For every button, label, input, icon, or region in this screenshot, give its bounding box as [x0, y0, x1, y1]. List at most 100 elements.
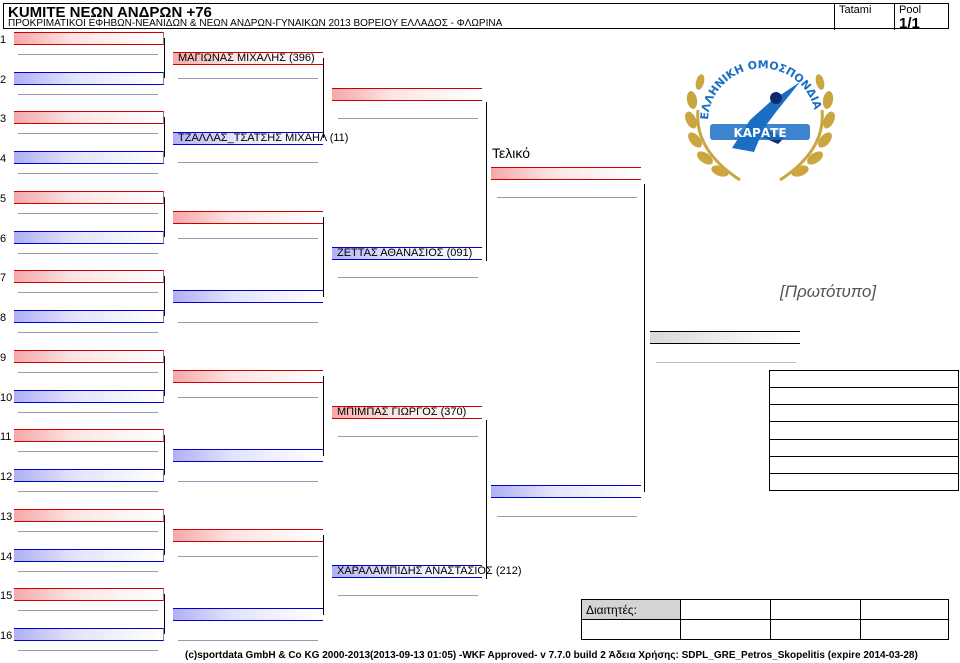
round1-slot-blue[interactable] [14, 469, 164, 482]
round2-slot-blue[interactable] [173, 608, 323, 621]
logo-banner-text: ΚΑΡΑΤΕ [733, 126, 786, 140]
round2-slot-red[interactable] [173, 370, 323, 383]
round4-underline [497, 197, 637, 198]
event-subtitle: ΠΡΟΚΡΙΜΑΤΙΚΟΙ ΕΦΗΒΩΝ-ΝΕΑΝΙΔΩΝ & ΝΕΩΝ ΑΝΔ… [8, 18, 503, 29]
round2-slot-red[interactable] [173, 211, 323, 224]
round2-underline [178, 640, 318, 641]
round1-slot-red[interactable] [14, 32, 164, 45]
round2-slot-blue[interactable] [173, 449, 323, 462]
round2-underline [178, 322, 318, 323]
round2-underline [178, 238, 318, 239]
round3-slot-red[interactable]: ΜΠΙΜΠΑΣ ΓΙΩΡΓΟΣ (370) [332, 406, 482, 419]
round1-slot-red[interactable] [14, 111, 164, 124]
referees-label: Διαιτητές: [586, 603, 637, 617]
round1-underline [18, 213, 158, 214]
bracket-connector [486, 102, 487, 261]
bracket-connector [486, 420, 487, 579]
page-title: KUMITE ΝΕΩΝ ΑΝΔΡΩΝ +76 [8, 4, 212, 21]
round2-slot-blue[interactable]: ΤΖΑΛΛΑΣ_ΤΣΑΤΣΗΣ ΜΙΧΑΗΛ (11) [173, 132, 348, 145]
table-row-line [770, 439, 958, 440]
winner-slot[interactable] [650, 331, 800, 344]
bracket-connector [164, 435, 165, 475]
competitor-name: ΖΕΤΤΑΣ ΑΘΑΝΑΣΙΟΣ (091) [337, 247, 473, 259]
round3-slot-blue[interactable]: ΖΕΤΤΑΣ ΑΘΑΝΑΣΙΟΣ (091) [332, 247, 482, 260]
round1-underline [18, 332, 158, 333]
row-number: 6 [0, 233, 7, 245]
bracket-connector [164, 38, 165, 78]
round1-slot-red[interactable] [14, 588, 164, 601]
table-col-line [770, 600, 771, 639]
row-number: 1 [0, 34, 7, 46]
row-number: 14 [0, 551, 13, 563]
competitor-name: ΜΑΓΙΩΝΑΣ ΜΙΧΑΛΗΣ (396) [178, 52, 315, 64]
bracket-connector [164, 276, 165, 316]
table-row-line [770, 473, 958, 474]
tatami-label: Tatami [839, 4, 872, 16]
round4-slot-blue[interactable] [491, 485, 641, 498]
round3-slot-blue[interactable]: ΧΑΡΑΛΑΜΠΙΔΗΣ ΑΝΑΣΤΑΣΙΟΣ (212) [332, 565, 522, 578]
round1-slot-red[interactable] [14, 191, 164, 204]
round1-slot-red[interactable] [14, 350, 164, 363]
row-number: 13 [0, 511, 13, 523]
footer-copyright: (c)sportdata GmbH & Co KG 2000-2013(2013… [185, 650, 918, 661]
round4-slot-red[interactable] [491, 167, 641, 180]
round1-slot-red[interactable] [14, 429, 164, 442]
round1-slot-blue[interactable] [14, 310, 164, 323]
round1-slot-blue[interactable] [14, 628, 164, 641]
round1-slot-blue[interactable] [14, 231, 164, 244]
bracket-connector [323, 217, 324, 297]
round1-underline [18, 650, 158, 651]
round2-slot-blue[interactable] [173, 290, 323, 303]
round2-underline [178, 397, 318, 398]
round3-underline [338, 436, 478, 437]
table-row-line [770, 404, 958, 405]
round2-underline [178, 162, 318, 163]
results-table [769, 370, 959, 491]
table-row-line [770, 387, 958, 388]
referees-table [581, 599, 949, 640]
logo-banner [710, 124, 810, 140]
round2-underline [178, 481, 318, 482]
row-number: 16 [0, 630, 13, 642]
table-row-line [770, 421, 958, 422]
bracket-connector [323, 376, 324, 456]
round4-underline [497, 516, 637, 517]
round2-slot-red[interactable] [173, 529, 323, 542]
laurel-wreath [685, 74, 835, 182]
round1-underline [18, 253, 158, 254]
round2-underline [178, 78, 318, 79]
bracket-connector [164, 594, 165, 634]
round3-underline [338, 118, 478, 119]
table-col-line [680, 600, 681, 639]
row-number: 7 [0, 272, 7, 284]
round3-slot-red[interactable] [332, 88, 482, 101]
round1-slot-blue[interactable] [14, 390, 164, 403]
round1-underline [18, 94, 158, 95]
competitor-name: ΧΑΡΑΛΑΜΠΙΔΗΣ ΑΝΑΣΤΑΣΙΟΣ (212) [337, 565, 522, 577]
round1-slot-blue[interactable] [14, 72, 164, 85]
round1-underline [18, 133, 158, 134]
row-number: 12 [0, 471, 13, 483]
round2-slot-red[interactable]: ΜΑΓΙΩΝΑΣ ΜΙΧΑΛΗΣ (396) [173, 52, 323, 65]
row-number: 3 [0, 113, 7, 125]
bracket-connector [164, 117, 165, 157]
bracket-connector [323, 535, 324, 615]
competitor-name: ΜΠΙΜΠΑΣ ΓΙΩΡΓΟΣ (370) [337, 406, 467, 418]
round1-slot-blue[interactable] [14, 549, 164, 562]
row-number: 10 [0, 392, 13, 404]
round1-underline [18, 173, 158, 174]
round1-underline [18, 292, 158, 293]
row-number: 8 [0, 312, 7, 324]
bracket-connector [644, 184, 645, 492]
round1-underline [18, 451, 158, 452]
round1-slot-blue[interactable] [14, 151, 164, 164]
table-row-line [770, 456, 958, 457]
round1-slot-red[interactable] [14, 509, 164, 522]
table-col-line [860, 600, 861, 639]
winner-underline [656, 362, 796, 363]
round1-slot-red[interactable] [14, 270, 164, 283]
pool-cell: Pool 1/1 [894, 4, 950, 32]
pool-value: 1/1 [899, 15, 920, 32]
round1-underline [18, 571, 158, 572]
final-label: Τελικό [492, 145, 530, 161]
